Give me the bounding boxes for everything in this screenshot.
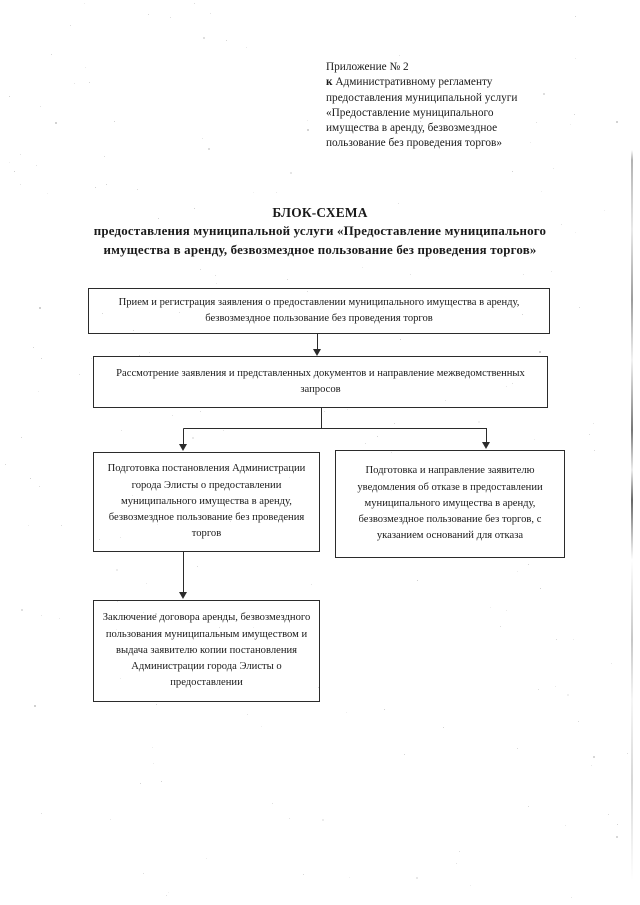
- appendix-line-2-rest: Административному регламенту: [335, 76, 493, 89]
- flow-box-refusal-notice-label: Подготовка и направление заявителю уведо…: [357, 465, 543, 542]
- connector-split-right-line: [486, 428, 487, 443]
- flow-box-review: Рассмотрение заявления и представленных …: [93, 356, 548, 408]
- connector-review-split-bar: [183, 428, 486, 429]
- appendix-reference-block: Приложение № 2 к Административному регла…: [326, 60, 578, 152]
- connector-split-left-line: [183, 428, 184, 445]
- flow-box-review-label: Рассмотрение заявления и представленных …: [116, 367, 525, 395]
- connector-prepare-to-contract-line: [183, 552, 184, 593]
- appendix-line-2-prefix: к: [326, 76, 333, 89]
- connector-prepare-to-contract-arrowhead: [179, 592, 187, 599]
- connector-intake-to-review-line: [317, 334, 318, 350]
- flow-box-refusal-notice: Подготовка и направление заявителю уведо…: [335, 450, 565, 558]
- page-title: БЛОК-СХЕМА предоставления муниципальной …: [60, 203, 580, 260]
- connector-split-right-arrowhead: [482, 442, 490, 449]
- flow-box-intake: Прием и регистрация заявления о предоста…: [88, 288, 550, 334]
- appendix-line-5: имущества в аренду, безвозмездное: [326, 122, 498, 135]
- title-subtitle-line-1: предоставления муниципальной услуги «Пре…: [93, 224, 547, 238]
- flow-box-prepare-resolution-label: Подготовка постановления Администрации г…: [107, 463, 306, 540]
- appendix-line-1: Приложение № 2: [326, 61, 409, 73]
- flow-box-intake-label: Прием и регистрация заявления о предоста…: [118, 296, 520, 324]
- appendix-line-2: к Административному регламенту: [326, 75, 578, 90]
- connector-intake-to-review-arrowhead: [313, 349, 321, 356]
- flow-box-contract-conclusion-label: Заключение договора аренды, безвозмездно…: [102, 612, 311, 689]
- appendix-line-6: пользование без проведения торгов»: [326, 137, 502, 150]
- title-heading: БЛОК-СХЕМА: [272, 205, 368, 220]
- flow-box-prepare-resolution: Подготовка постановления Администрации г…: [93, 452, 320, 552]
- appendix-line-3: предоставления муниципальной услуги: [326, 91, 518, 104]
- connector-split-left-arrowhead: [179, 444, 187, 451]
- appendix-line-4: «Предоставление муниципального: [326, 106, 494, 119]
- title-subtitle-line-2: имущества в аренду, безвозмездное пользо…: [103, 243, 537, 257]
- scan-edge-artifact: [631, 0, 633, 905]
- flow-box-contract-conclusion: Заключение договора аренды, безвозмездно…: [93, 600, 320, 702]
- connector-review-split-stem: [321, 408, 322, 429]
